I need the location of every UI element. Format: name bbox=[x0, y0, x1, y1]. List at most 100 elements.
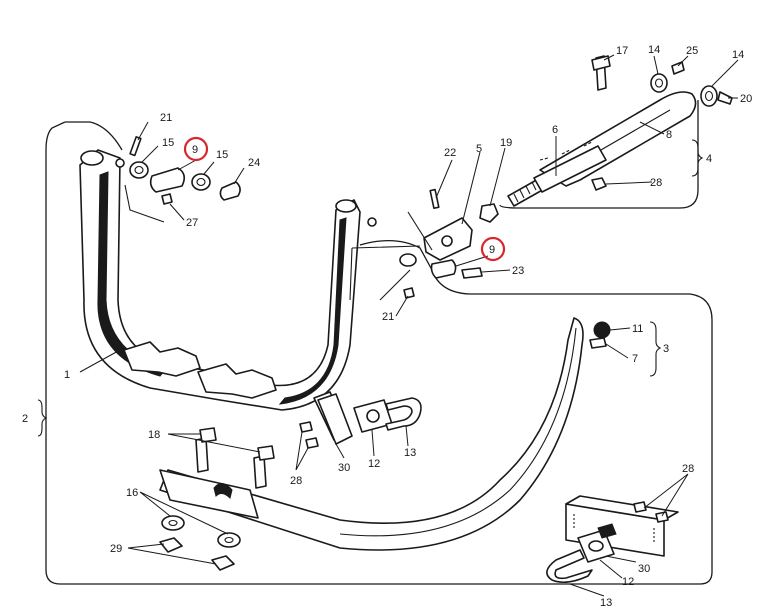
spring-tine-inner bbox=[339, 327, 577, 537]
callout-15-left: 15 bbox=[162, 137, 174, 149]
callout-29: 29 bbox=[110, 543, 122, 555]
spring-tine bbox=[159, 317, 584, 551]
callout-17: 17 bbox=[616, 45, 628, 57]
bolt-23 bbox=[461, 267, 483, 279]
brace-3 bbox=[649, 321, 662, 377]
bracket-30-right-top bbox=[565, 495, 679, 521]
pin-22 bbox=[429, 188, 440, 210]
washer-14-right-hole bbox=[704, 90, 714, 102]
assembly-4-boundary bbox=[499, 100, 699, 209]
nut-28-right-a bbox=[633, 501, 647, 513]
adjuster-tube bbox=[533, 145, 607, 193]
pin-20 bbox=[717, 91, 733, 105]
callout-14-top: 14 bbox=[648, 44, 660, 56]
callout-13-center: 13 bbox=[404, 447, 416, 459]
frame-bracket-mid bbox=[197, 363, 277, 399]
callout-1: 1 bbox=[64, 369, 70, 381]
bracket-detail-dashes bbox=[539, 141, 593, 161]
callout-28-right: 28 bbox=[682, 463, 694, 475]
washer-16-left bbox=[161, 515, 185, 531]
highlight-circle-right bbox=[480, 236, 506, 262]
callout-28-center: 28 bbox=[290, 475, 302, 487]
callout-23: 23 bbox=[512, 265, 524, 277]
callout-28-top: 28 bbox=[650, 177, 662, 189]
callout-20: 20 bbox=[740, 93, 752, 105]
callout-27: 27 bbox=[186, 217, 198, 229]
left-guide-line bbox=[124, 184, 165, 223]
arm-link-bar bbox=[349, 245, 421, 301]
washer-15-left-hole bbox=[134, 165, 144, 175]
callout-12-right: 12 bbox=[622, 576, 634, 588]
callout-4: 4 bbox=[706, 153, 712, 165]
callout-21-left: 21 bbox=[160, 112, 172, 124]
washer-16-right-hole bbox=[224, 536, 234, 544]
brace-2 bbox=[37, 399, 48, 437]
callout-6: 6 bbox=[552, 124, 558, 136]
frame-mount-hole-right bbox=[367, 217, 377, 227]
washer-14-top bbox=[650, 73, 668, 93]
nut-28-top bbox=[591, 177, 607, 191]
washer-15-left bbox=[129, 161, 149, 179]
callout-16: 16 bbox=[126, 487, 138, 499]
washer-14-top-hole bbox=[654, 78, 664, 88]
clamp-plate bbox=[159, 469, 259, 519]
u-bolt-13-right bbox=[546, 549, 593, 584]
bracket-30-center bbox=[317, 393, 353, 445]
bushing-9-left bbox=[149, 167, 186, 193]
nut-29-right bbox=[211, 555, 235, 571]
clip-25 bbox=[671, 61, 685, 75]
assembly-2-boundary-top bbox=[65, 121, 123, 151]
leader-lines bbox=[79, 54, 739, 597]
frame-bracket-left bbox=[123, 341, 201, 377]
bolt-18-left-head bbox=[199, 427, 217, 443]
callout-12-center: 12 bbox=[368, 458, 380, 470]
callout-8: 8 bbox=[666, 129, 672, 141]
frame-top-left-end bbox=[80, 150, 104, 166]
callout-11: 11 bbox=[632, 323, 643, 335]
callout-7: 7 bbox=[632, 353, 638, 365]
nut-28-center-b bbox=[305, 437, 319, 449]
nut-19 bbox=[479, 203, 499, 223]
washer-16-left-hole bbox=[168, 519, 178, 527]
nut-28-center-a bbox=[299, 421, 313, 433]
callout-21-right: 21 bbox=[382, 311, 394, 323]
nut-28-right-b bbox=[655, 511, 669, 523]
washer-15-right bbox=[191, 173, 211, 191]
callout-22: 22 bbox=[444, 147, 456, 159]
washer-14-right bbox=[700, 85, 718, 107]
clamp-block-12-hole bbox=[366, 409, 380, 423]
callout-13-right: 13 bbox=[600, 597, 612, 609]
arm-pivot-end bbox=[399, 253, 417, 267]
bolt-18-right-head bbox=[257, 445, 275, 461]
callout-5: 5 bbox=[476, 143, 482, 155]
right-guide-line bbox=[379, 211, 433, 301]
callout-14-right: 14 bbox=[732, 49, 744, 61]
bolt-18-left bbox=[195, 437, 209, 473]
callout-24: 24 bbox=[248, 157, 260, 169]
u-bolt-13 bbox=[385, 397, 422, 431]
clamp-saddle bbox=[213, 483, 233, 499]
bracket-holes bbox=[573, 514, 655, 544]
frame-top-right-end bbox=[335, 199, 357, 213]
callout-25: 25 bbox=[686, 45, 698, 57]
callout-19: 19 bbox=[500, 137, 512, 149]
grease-nipple-27 bbox=[161, 193, 173, 205]
brace-4 bbox=[691, 139, 704, 177]
clamp-block-12-right-hole bbox=[588, 540, 604, 552]
highlight-circle-left bbox=[183, 136, 209, 162]
screw-threads bbox=[513, 181, 537, 203]
bushing-9-right bbox=[430, 259, 457, 279]
bolt-24 bbox=[219, 181, 241, 201]
nut-29-left bbox=[159, 537, 183, 553]
callout-9-left: 9 bbox=[192, 144, 198, 156]
clevis-5-hole bbox=[441, 235, 453, 247]
washer-15-right-hole bbox=[196, 177, 206, 187]
pin-21-left bbox=[129, 136, 142, 157]
frame-mount-hole-left bbox=[115, 158, 125, 168]
callout-30-right: 30 bbox=[638, 563, 650, 575]
callout-3: 3 bbox=[663, 343, 669, 355]
tine-ball-11 bbox=[593, 321, 611, 339]
callout-18: 18 bbox=[148, 429, 160, 441]
callout-2: 2 bbox=[22, 413, 28, 425]
